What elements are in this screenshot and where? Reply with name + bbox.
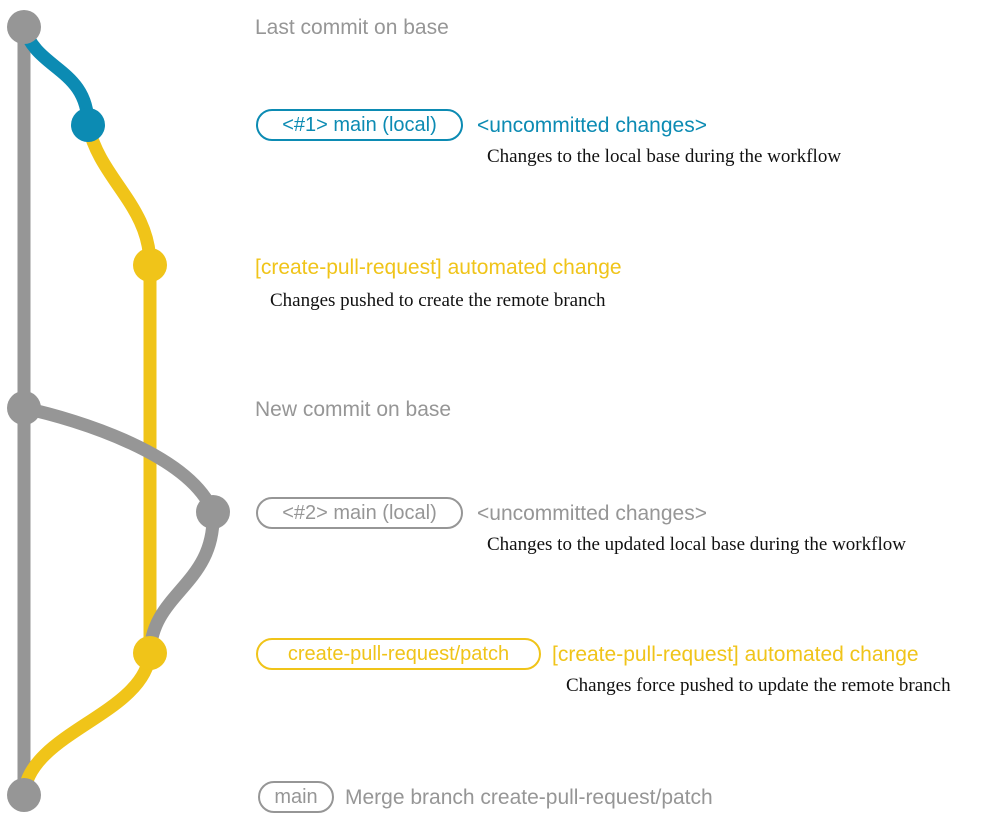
commit-node-patch-1[interactable]: [133, 248, 167, 282]
edge-local1-to-patch1: [81, 118, 157, 272]
branch-pill-create-pull-request-patch[interactable]: create-pull-request/patch: [256, 638, 541, 670]
branch-pill-local-1[interactable]: <#1> main (local): [256, 109, 463, 141]
commit-subject-automated-change-2: [create-pull-request] automated change: [552, 643, 919, 666]
commit-subject-uncommitted-2: <uncommitted changes>: [477, 502, 707, 525]
commit-subject-uncommitted-1: <uncommitted changes>: [477, 114, 707, 137]
edge-local2-to-patch2: [143, 505, 220, 660]
commit-subject-automated-change-1: [create-pull-request] automated change: [255, 256, 622, 279]
commit-node-local-2[interactable]: [196, 495, 230, 529]
commit-description-uncommitted-1: Changes to the local base during the wor…: [487, 146, 842, 167]
commit-node-patch-2[interactable]: [133, 636, 167, 670]
commit-node-base-new[interactable]: [7, 391, 41, 425]
commit-node-merge-commit[interactable]: [7, 778, 41, 812]
commit-node-base-last[interactable]: [7, 10, 41, 44]
edge-patch2-to-merge: [17, 646, 157, 802]
commit-description-uncommitted-2: Changes to the updated local base during…: [487, 534, 906, 555]
commit-node-local-1[interactable]: [71, 108, 105, 142]
commit-subject-merge-commit: Merge branch create-pull-request/patch: [345, 786, 713, 809]
commit-description-automated-change-1: Changes pushed to create the remote bran…: [270, 290, 606, 311]
edge-base-to-local1: [17, 20, 95, 132]
edge-basenew-to-local2: [17, 401, 220, 519]
branch-pill-local-2[interactable]: <#2> main (local): [256, 497, 463, 529]
branch-pill-main[interactable]: main: [258, 781, 334, 813]
commit-subject-new-commit-on-base: New commit on base: [255, 398, 452, 421]
commit-description-automated-change-2: Changes force pushed to update the remot…: [566, 675, 951, 696]
commit-subject-last-commit-on-base: Last commit on base: [255, 16, 449, 39]
